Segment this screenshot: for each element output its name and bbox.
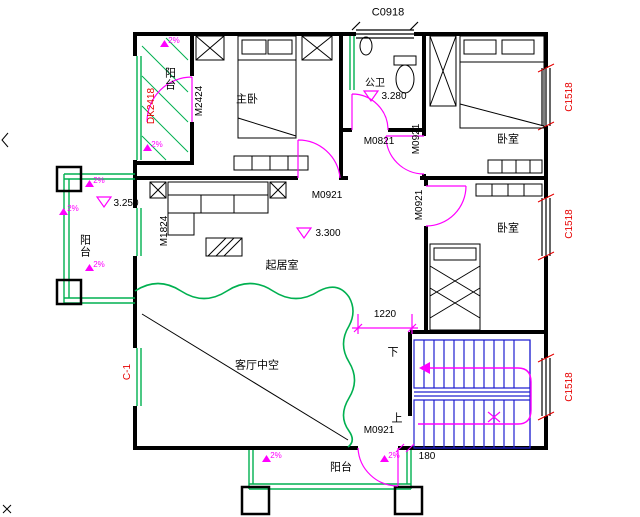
window-label-c1518-top: C1518 xyxy=(564,82,575,112)
slope-mark-3: 2% xyxy=(93,176,105,185)
window-lines-layer xyxy=(351,21,551,416)
window-label-c1518-bottom: C1518 xyxy=(564,372,575,402)
door-label-m0921-master: M0921 xyxy=(311,190,343,201)
green-layer xyxy=(63,36,412,490)
balcony-label-left: 阳台 xyxy=(78,234,91,258)
columns-layer xyxy=(55,165,424,516)
room-label-bedroom-tr: 卧室 xyxy=(497,133,519,146)
room-label-living: 起居室 xyxy=(265,259,299,272)
window-label-c1: C-1 xyxy=(122,363,133,381)
stair-down-label: 下 xyxy=(387,346,399,359)
slope-mark-2: 2% xyxy=(151,140,163,149)
elevation-living: 3.300 xyxy=(315,228,341,239)
door-label-m0921-bed-tr: M0921 xyxy=(411,123,422,155)
door-label-m1824: M1824 xyxy=(159,215,170,247)
elevation-bathroom: 3.280 xyxy=(381,91,407,102)
furniture-layer xyxy=(1,35,545,514)
door-label-m0921-balcony: M0921 xyxy=(363,425,395,436)
slope-mark-5: 2% xyxy=(93,260,105,269)
window-label-dk2418: DK2418 xyxy=(146,87,157,125)
room-label-bathroom: 公卫 xyxy=(365,78,385,89)
balcony-label-top-left: 阳台 xyxy=(163,67,176,91)
dimension-180: 180 xyxy=(418,451,436,462)
elevation-left-balcony: 3.250 xyxy=(113,198,139,209)
door-label-m0821: M0821 xyxy=(363,136,395,147)
balcony-label-bottom: 阳台 xyxy=(330,461,352,474)
stair-up-label: 上 xyxy=(391,412,403,425)
magenta-layer xyxy=(59,40,532,487)
slope-mark-4: 2% xyxy=(67,204,79,213)
dimension-1220: 1220 xyxy=(373,309,397,320)
walls-layer xyxy=(133,32,548,450)
slope-mark-1: 2% xyxy=(168,36,180,45)
door-label-m0921-bed-mr: M0921 xyxy=(414,189,425,221)
room-label-void: 客厅中空 xyxy=(235,359,279,372)
room-label-master: 主卧 xyxy=(236,93,258,106)
stairs-layer xyxy=(413,339,531,449)
window-label-c0918: C0918 xyxy=(371,6,405,19)
window-ticks-layer xyxy=(537,63,555,421)
room-label-bedroom-mr: 卧室 xyxy=(497,222,519,235)
slope-mark-7: 2% xyxy=(388,451,400,460)
door-label-m2424: M2424 xyxy=(194,85,205,117)
slope-mark-6: 2% xyxy=(270,451,282,460)
window-label-c1518-mid: C1518 xyxy=(564,209,575,239)
